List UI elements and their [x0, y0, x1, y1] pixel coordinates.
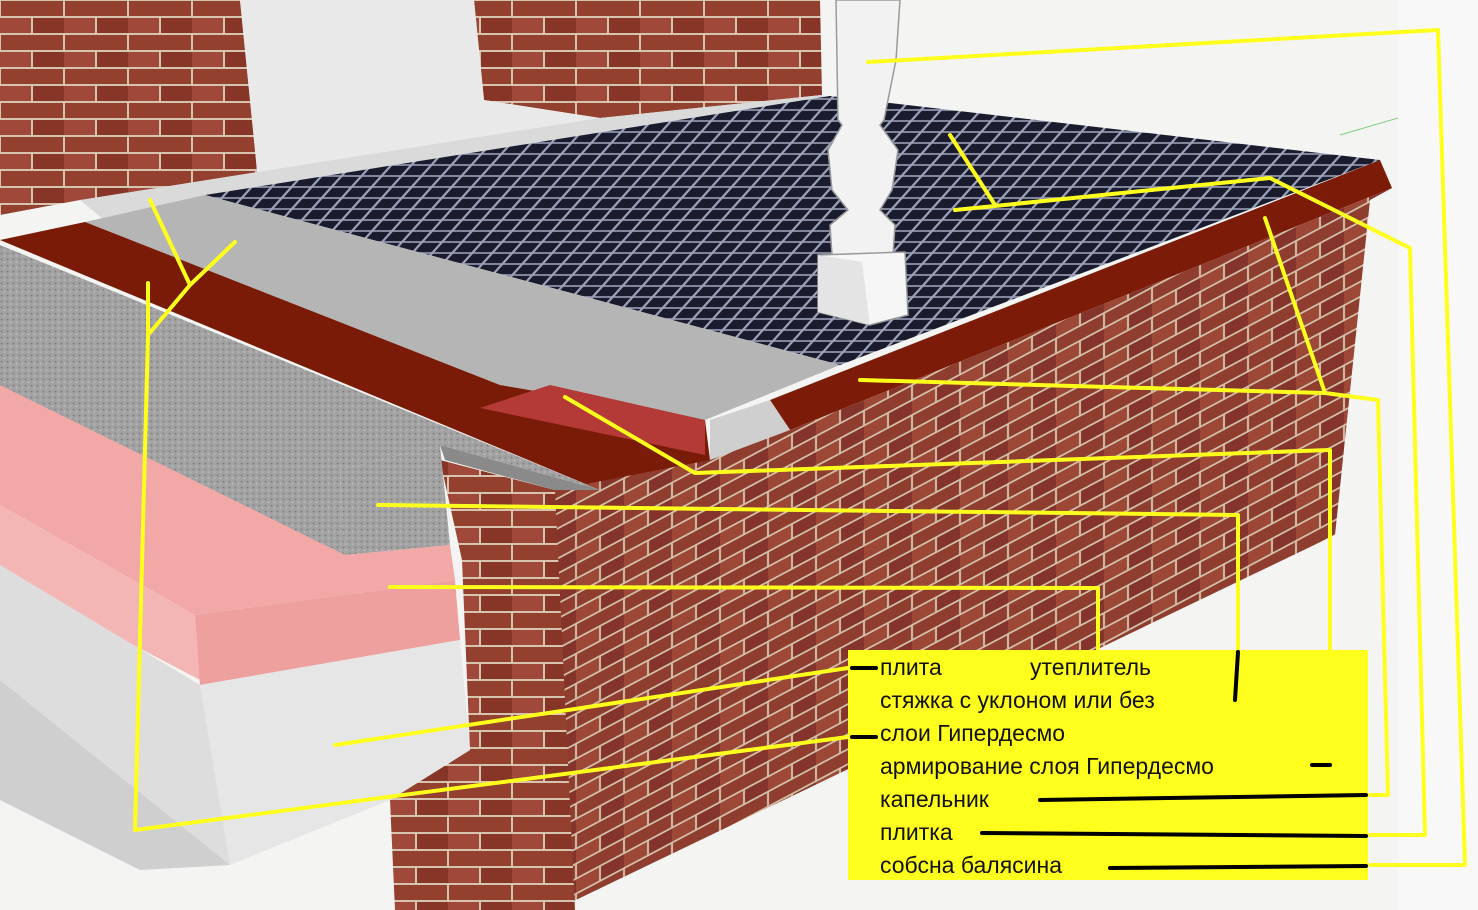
label-tile: плитка	[880, 819, 953, 845]
label-screed: стяжка с уклоном или без	[880, 687, 1155, 713]
label-baluster: собсна балясина	[880, 852, 1063, 878]
label-hyperdesmo-layers: слои Гипердесмо	[880, 720, 1066, 746]
label-insulation: утеплитель	[1030, 654, 1151, 680]
baluster-shape	[817, 0, 909, 326]
label-hyperdesmo-reinforcement: армирование слоя Гипердесмо	[880, 753, 1214, 779]
label-drip-edge: капельник	[880, 786, 989, 812]
label-plate: плита	[880, 654, 942, 680]
legend-box	[848, 650, 1368, 880]
